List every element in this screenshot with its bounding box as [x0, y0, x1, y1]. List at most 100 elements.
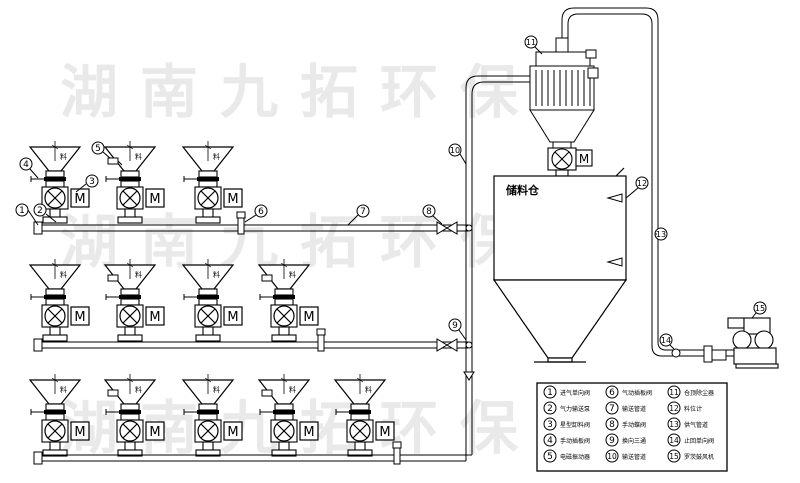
- callout-10: 10: [450, 146, 460, 155]
- butterfly-valve-r2: [436, 338, 458, 352]
- callout-11: 11: [526, 38, 536, 47]
- callout-15: 15: [755, 304, 765, 313]
- vibrator-r1: [107, 157, 123, 166]
- legend-text: 星型卸料阀: [560, 421, 590, 429]
- legend-text: 气动插板阀: [622, 389, 652, 397]
- legend-text: 手动蝶阀: [622, 421, 646, 429]
- legend-number: 5: [547, 452, 553, 462]
- legend-item: 1 进气单向阀: [543, 385, 590, 399]
- legend-number-circle: [543, 385, 557, 399]
- legend-item: 12 料位计: [667, 401, 702, 415]
- legend-number-circle: [605, 433, 619, 447]
- pneumatic-gate-valve-r3: [392, 441, 402, 465]
- roots-blower: [727, 317, 779, 369]
- collector-motor-label: M: [579, 152, 589, 166]
- legend-number: 1: [547, 388, 553, 398]
- conveying-pipe-row2: [33, 338, 468, 352]
- pneumatic-gate-valve-r2: [316, 328, 326, 352]
- hopper-label: 料: [135, 152, 142, 161]
- legend-text: 输送管道: [622, 405, 646, 413]
- hopper-label: 料: [60, 152, 67, 161]
- legend-number: 6: [609, 388, 615, 398]
- hopper-label: 料: [213, 270, 220, 279]
- hopper-label: 料: [289, 385, 296, 394]
- legend-item: 3 星型卸料阀: [543, 417, 590, 431]
- legend-text: 供气管道: [684, 421, 708, 429]
- callout-9: 9: [452, 321, 458, 331]
- callout-5: 5: [95, 144, 101, 154]
- butterfly-valve-r1: [436, 221, 458, 235]
- legend-text: 罗茨鼓风机: [684, 453, 714, 461]
- legend-number: 15: [669, 452, 679, 461]
- pneumatic-gate-valve: [236, 211, 246, 235]
- legend-text: 换向三通: [622, 437, 646, 445]
- legend-number-circle: [543, 449, 557, 463]
- legend-item: 11 仓顶除尘器: [667, 385, 714, 399]
- legend-number-circle: [543, 433, 557, 447]
- silo-label: 储料仓: [506, 183, 540, 197]
- vibrator-r2: [107, 274, 273, 282]
- hopper-label: 料: [60, 385, 67, 394]
- legend-number: 12: [669, 404, 679, 413]
- legend-item: 9 换向三通: [605, 433, 646, 447]
- hopper-label: 料: [213, 152, 220, 161]
- legend-number-circle: [667, 417, 681, 431]
- air-supply-pipe: [561, 7, 740, 357]
- conveying-pipe-row1: [33, 221, 468, 235]
- legend-number: 2: [547, 404, 553, 414]
- vibrator-r3: [107, 389, 273, 397]
- callout-6: 6: [258, 207, 264, 217]
- legend-text: 进气单向阀: [560, 389, 590, 397]
- callout-14: 14: [661, 336, 671, 345]
- legend-item: 15 罗茨鼓风机: [667, 449, 714, 463]
- callout-12: 12: [637, 179, 647, 188]
- legend-number-circle: [605, 385, 619, 399]
- legend-text: 仓顶除尘器: [684, 389, 714, 397]
- legend-number: 13: [669, 420, 679, 429]
- legend-number-circle: [667, 401, 681, 415]
- legend-item: 5 电磁振动器: [543, 449, 590, 463]
- hopper-label: 料: [60, 270, 67, 279]
- legend-text: 止回单向阀: [684, 437, 714, 445]
- legend-number-circle: [605, 401, 619, 415]
- check-valve: [671, 345, 727, 363]
- callout-13: 13: [656, 230, 666, 239]
- legend-number: 11: [669, 388, 679, 397]
- callout-2: 2: [37, 206, 43, 216]
- legend-number: 3: [547, 420, 553, 430]
- legend-text: 输送管道: [622, 453, 646, 461]
- dust-collector: [529, 37, 599, 151]
- watermark-top: 湖南九拓环保: [60, 58, 540, 126]
- hopper-label: 料: [365, 385, 372, 394]
- legend-text: 电磁振动器: [560, 453, 590, 461]
- callout-4: 4: [23, 160, 29, 170]
- hopper-label: 料: [289, 270, 296, 279]
- legend-number-circle: [543, 417, 557, 431]
- main-riser-pipe: [463, 75, 530, 461]
- legend-text: 手动插板阀: [560, 437, 590, 445]
- level-gauges: [606, 193, 623, 267]
- callout-bubbles: 1 2 3 4 5 6 7 8 9 10 11 12 13: [15, 35, 767, 350]
- legend-number-circle: [543, 401, 557, 415]
- legend-number-circle: [667, 433, 681, 447]
- legend-item: 14 止回单向阀: [667, 433, 714, 447]
- legend-number-circle: [667, 449, 681, 463]
- legend-number: 14: [669, 436, 679, 445]
- callout-3: 3: [89, 177, 95, 187]
- callout-7: 7: [360, 207, 366, 217]
- hopper-label: 料: [135, 270, 142, 279]
- legend-number: 9: [609, 436, 615, 446]
- legend-number-circle: [605, 417, 619, 431]
- hopper-label: 料: [213, 385, 220, 394]
- legend-text: 料位计: [684, 405, 702, 413]
- storage-silo: [492, 167, 628, 363]
- legend-item: 6 气动插板阀: [605, 385, 652, 399]
